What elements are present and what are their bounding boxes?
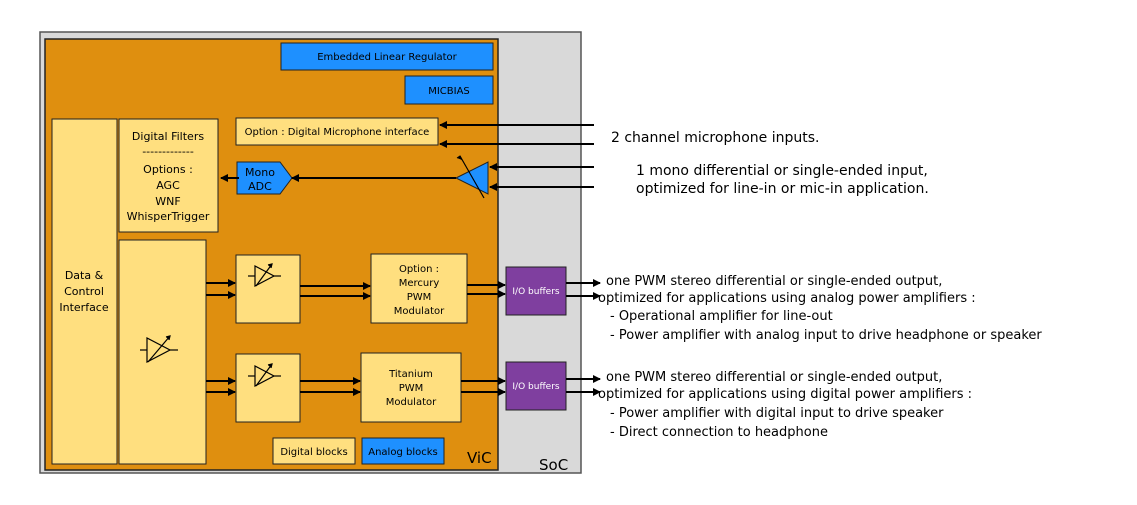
pwm1-annotation-3: - Operational amplifier for line-out <box>610 309 833 324</box>
titanium-line1: Titanium <box>388 369 433 380</box>
amp-block-2 <box>235 353 301 423</box>
micbias-block <box>404 75 494 105</box>
digital-filters-title: Digital Filters <box>132 130 204 143</box>
micbias-label: MICBIAS <box>428 86 470 97</box>
dmic-interface-block <box>235 117 439 146</box>
vic-label: ViC <box>467 449 492 467</box>
digital-filters-whisper: WhisperTrigger <box>127 210 210 223</box>
digital-filters-block <box>118 118 219 233</box>
mono-input-annotation-2: optimized for line-in or mic-in applicat… <box>636 181 929 197</box>
digital-filters-wnf: WNF <box>155 195 180 208</box>
pwm1-annotation-4: - Power amplifier with analog input to d… <box>610 328 1042 343</box>
mercury-line3: PWM <box>407 292 432 303</box>
mono-adc-line2: ADC <box>248 180 272 193</box>
digital-filters-agc: AGC <box>156 179 180 192</box>
data-control-line2: Control <box>64 285 104 298</box>
data-control-interface-block <box>51 118 118 465</box>
pwm1-annotation-2: optimized for applications using analog … <box>598 291 976 306</box>
legend-digital-swatch <box>272 437 356 465</box>
titanium-modulator-block <box>360 352 462 423</box>
legend-digital-label: Digital blocks <box>280 447 347 458</box>
pwm2-annotation-1: one PWM stereo differential or single-en… <box>606 370 942 385</box>
titanium-line2: PWM <box>399 383 424 394</box>
soc-label: SoC <box>539 456 568 474</box>
mono-adc-block <box>236 161 293 195</box>
pwm2-annotation-3: - Power amplifier with digital input to … <box>610 406 944 421</box>
amp-block-1 <box>235 254 301 324</box>
amplifier-icon-2 <box>248 363 281 387</box>
dmic-interface-label: Option : Digital Microphone interface <box>245 127 430 138</box>
legend-analog-swatch <box>361 437 445 465</box>
pwm2-annotation-2: optimized for applications using digital… <box>598 387 972 402</box>
pwm2-annotation-4: - Direct connection to headphone <box>610 425 828 440</box>
digital-filters-options: Options : <box>143 163 193 176</box>
amplifier-icon-1 <box>248 263 281 287</box>
data-control-line1: Data & <box>65 269 104 282</box>
volume-block <box>118 239 207 465</box>
volume-amplifier-icon <box>140 335 178 363</box>
mic-inputs-annotation: 2 channel microphone inputs. <box>611 130 819 146</box>
pga-amplifier-icon <box>454 155 489 199</box>
io-buffers-block-2 <box>505 361 567 411</box>
connector-arrows <box>206 121 601 396</box>
io-buffers-label-2: I/O buffers <box>512 382 559 392</box>
mercury-line1: Option : <box>399 264 439 275</box>
io-buffers-block-1 <box>505 266 567 316</box>
mercury-line4: Modulator <box>394 306 445 317</box>
digital-filters-separator: ------------- <box>142 145 194 158</box>
regulator-block <box>280 42 494 71</box>
regulator-label: Embedded Linear Regulator <box>317 52 457 63</box>
mercury-line2: Mercury <box>399 278 440 289</box>
mono-input-annotation-1: 1 mono differential or single-ended inpu… <box>636 163 928 179</box>
legend-analog-label: Analog blocks <box>368 447 437 458</box>
mercury-modulator-block <box>370 253 468 324</box>
mono-adc-line1: Mono <box>245 166 275 179</box>
titanium-line3: Modulator <box>386 397 437 408</box>
data-control-line3: Interface <box>59 301 108 314</box>
io-buffers-label-1: I/O buffers <box>512 287 559 297</box>
pwm1-annotation-1: one PWM stereo differential or single-en… <box>606 274 942 289</box>
